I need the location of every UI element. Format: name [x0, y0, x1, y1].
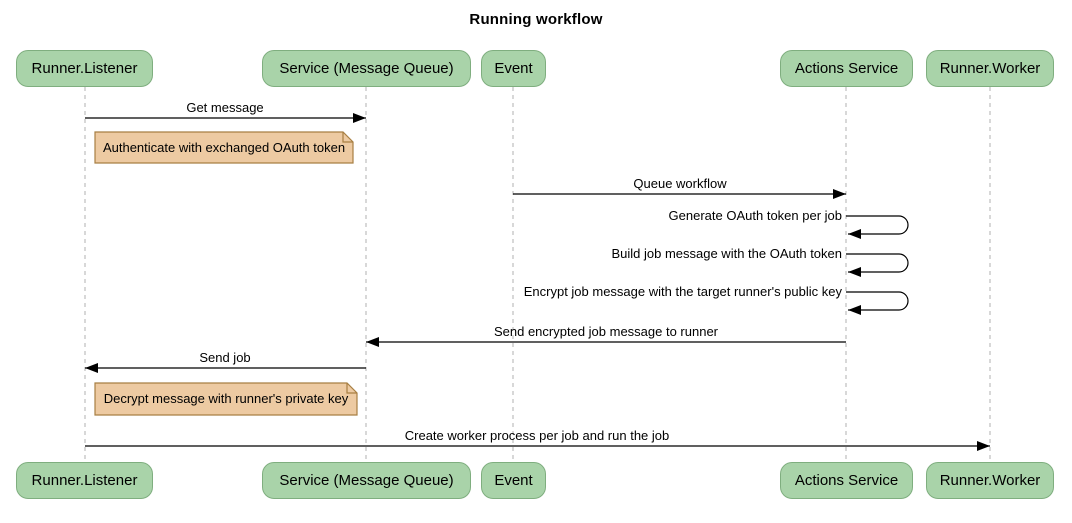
participant-event-bottom: Event — [481, 462, 546, 499]
note-label-authenticate-oauth: Authenticate with exchanged OAuth token — [102, 140, 346, 155]
participant-label: Event — [494, 472, 533, 489]
participant-label: Actions Service — [794, 60, 899, 77]
message-label-create-worker-process: Create worker process per job and run th… — [404, 428, 670, 443]
participant-service-message-queue-top: Service (Message Queue) — [262, 50, 471, 87]
participant-label: Runner.Worker — [939, 60, 1041, 77]
participant-runner-worker-top: Runner.Worker — [926, 50, 1054, 87]
participant-label: Event — [494, 60, 533, 77]
participant-label: Actions Service — [794, 472, 899, 489]
self-arrow-build-job-message — [846, 253, 909, 277]
participant-label: Runner.Listener — [31, 472, 138, 489]
participant-label: Service (Message Queue) — [279, 472, 454, 489]
participant-runner-listener-bottom: Runner.Listener — [16, 462, 153, 499]
note-label-decrypt-private-key: Decrypt message with runner's private ke… — [103, 391, 349, 406]
message-label-send-encrypted-job-message: Send encrypted job message to runner — [493, 324, 719, 339]
message-label-send-job: Send job — [199, 350, 251, 365]
note-authenticate-oauth — [94, 131, 354, 164]
message-label-build-job-message: Build job message with the OAuth token — [611, 246, 842, 261]
participant-runner-listener-top: Runner.Listener — [16, 50, 153, 87]
participant-actions-service-bottom: Actions Service — [780, 462, 913, 499]
message-label-generate-oauth-token: Generate OAuth token per job — [668, 208, 842, 223]
participant-label: Runner.Worker — [939, 472, 1041, 489]
participant-actions-service-top: Actions Service — [780, 50, 913, 87]
participant-service-message-queue-bottom: Service (Message Queue) — [262, 462, 471, 499]
self-arrow-generate-oauth-token — [846, 215, 909, 239]
message-label-get-message: Get message — [186, 100, 264, 115]
note-decrypt-private-key — [94, 382, 358, 416]
participant-event-top: Event — [481, 50, 546, 87]
participant-runner-worker-bottom: Runner.Worker — [926, 462, 1054, 499]
participant-label: Runner.Listener — [31, 60, 138, 77]
diagram-title: Running workflow — [469, 11, 603, 28]
participant-label: Service (Message Queue) — [279, 60, 454, 77]
message-label-encrypt-job-message: Encrypt job message with the target runn… — [523, 284, 842, 299]
self-arrow-encrypt-job-message — [846, 291, 909, 315]
message-label-queue-workflow: Queue workflow — [633, 176, 727, 191]
